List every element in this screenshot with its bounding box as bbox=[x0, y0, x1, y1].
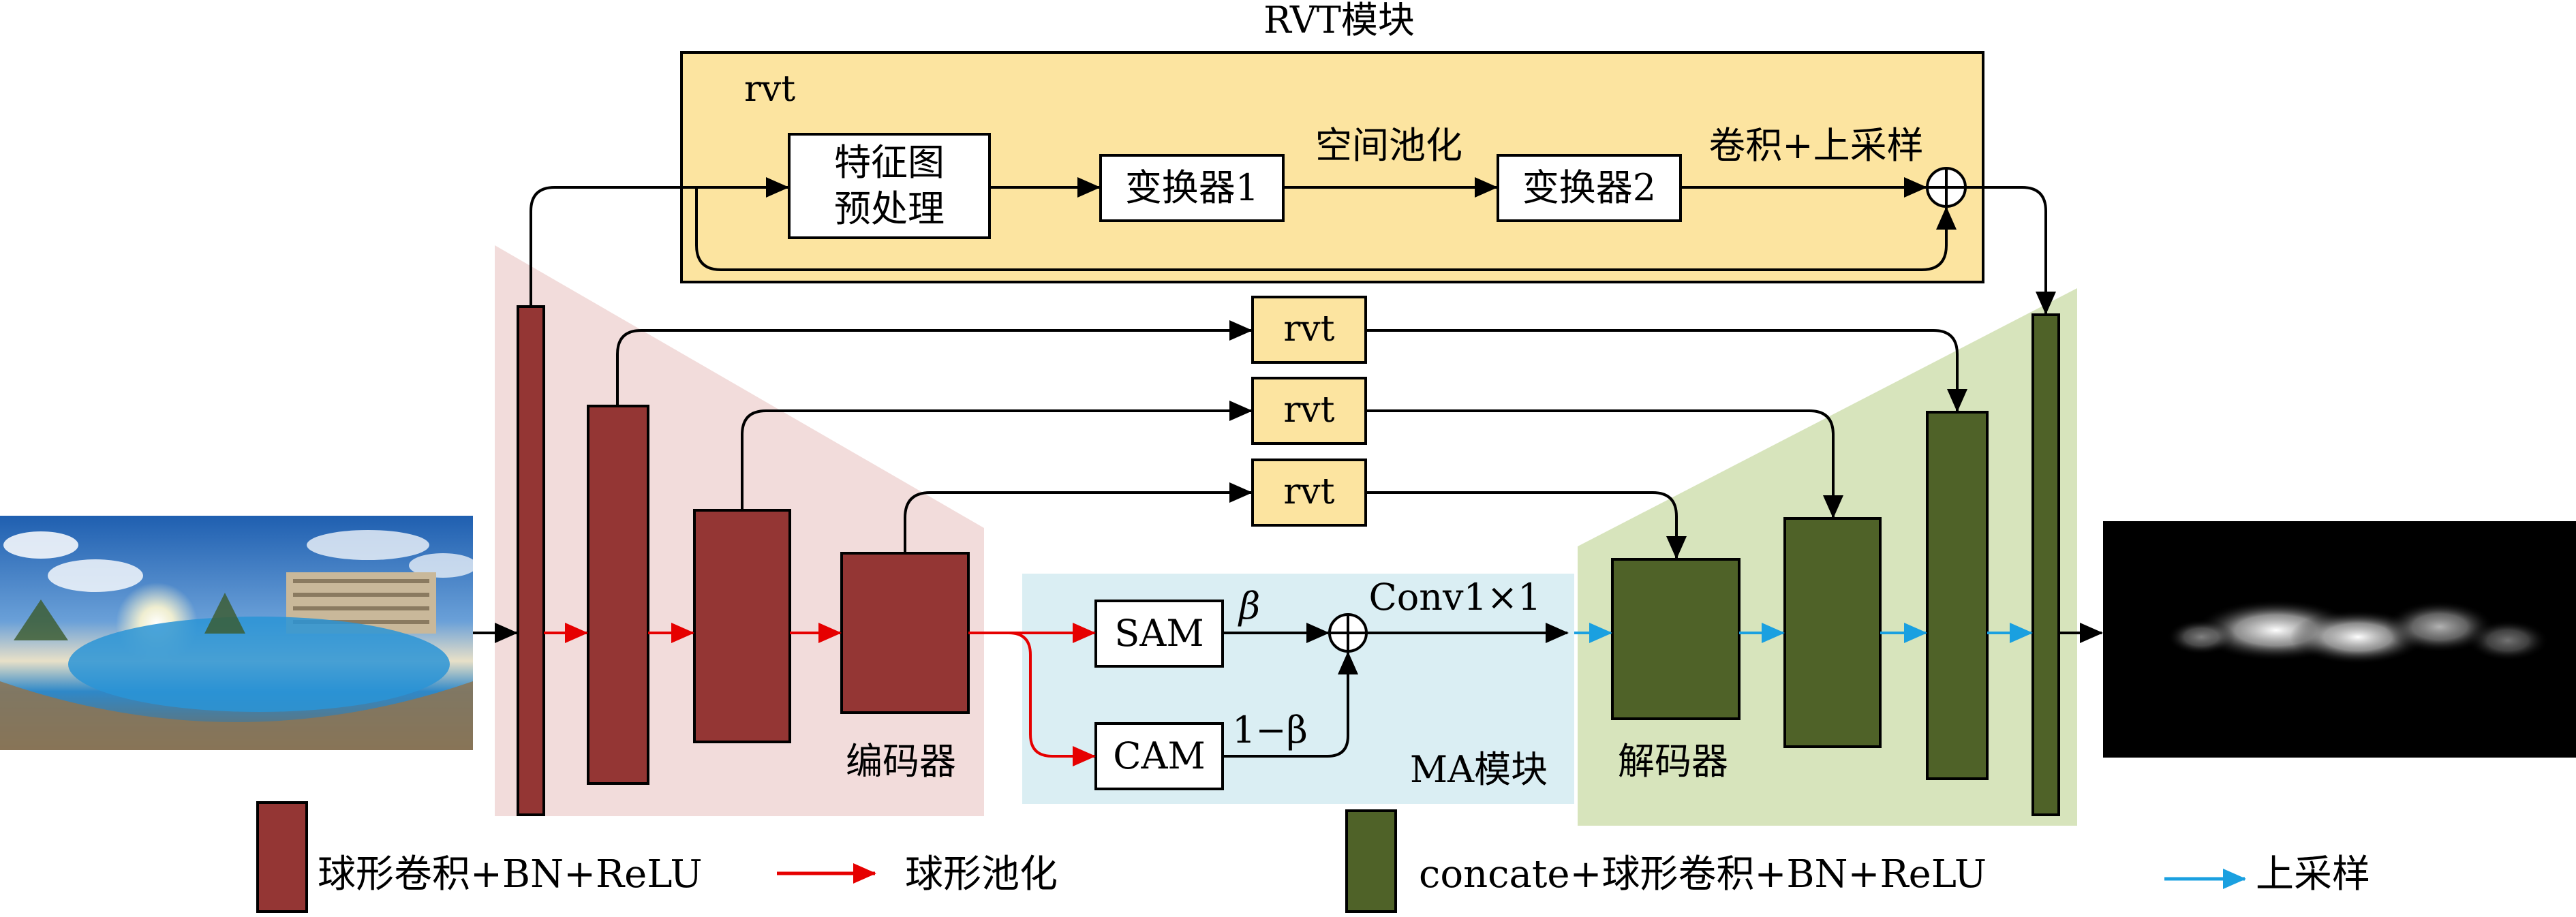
rvt-module-tag: rvt bbox=[744, 69, 795, 110]
arrow-cam-to-sum bbox=[1223, 651, 1358, 758]
rvt-module: RVT模块 rvt 特征图 预处理 变换器1 空间池化 变换器2 卷积+上采样 bbox=[680, 0, 1984, 283]
one-minus-beta-label: 1−β bbox=[1232, 709, 1308, 751]
arrow-rvt2-to-dec2 bbox=[1366, 409, 1843, 518]
beta-label: β bbox=[1238, 585, 1260, 627]
legend: 球形卷积+BN+ReLU 球形池化 concate+球形卷积+BN+ReLU 上… bbox=[256, 801, 2370, 913]
legend-pool-label: 球形池化 bbox=[905, 852, 1058, 897]
legend-decoder-label: concate+球形卷积+BN+ReLU bbox=[1419, 852, 1987, 897]
legend-decoder-swatch bbox=[1345, 809, 1397, 913]
feature-preprocess-label-2: 预处理 bbox=[834, 187, 945, 230]
flow-arrows bbox=[473, 623, 2103, 766]
skip-connections: rvt rvt rvt bbox=[530, 177, 2056, 559]
encoder-block-2 bbox=[587, 405, 649, 785]
skip-rvt-1-label: rvt bbox=[1283, 309, 1334, 349]
arrow-enc3-to-rvt2 bbox=[741, 401, 1253, 510]
skip-rvt-2-label: rvt bbox=[1283, 390, 1334, 431]
encoder-block-4 bbox=[840, 552, 970, 714]
transformer2-label: 变换器2 bbox=[1522, 166, 1656, 209]
cam-box bbox=[1094, 722, 1224, 790]
transformer1-box bbox=[1099, 154, 1285, 222]
arrow-rvt1-to-dec3 bbox=[1366, 329, 1967, 412]
transformer1-label: 变换器1 bbox=[1125, 166, 1259, 209]
feature-preprocess-label-1: 特征图 bbox=[834, 141, 945, 184]
conv1x1-label: Conv1×1 bbox=[1368, 576, 1541, 619]
ma-module-label: MA模块 bbox=[1410, 748, 1548, 791]
arrow-enc2-to-rvt1 bbox=[616, 320, 1253, 406]
rvt-module-title: RVT模块 bbox=[1263, 0, 1415, 42]
arrow-enc4-to-rvt3 bbox=[904, 482, 1253, 553]
sam-label: SAM bbox=[1114, 612, 1203, 655]
ma-sum-icon bbox=[1328, 613, 1368, 653]
decoder-block-3 bbox=[1926, 411, 1989, 780]
arrow-rvt-residual bbox=[695, 187, 1957, 271]
conv-upsample-label: 卷积+上采样 bbox=[1708, 124, 1923, 167]
decoder-block-2 bbox=[1783, 517, 1882, 748]
cam-label: CAM bbox=[1113, 734, 1206, 777]
decoder-blocks bbox=[1611, 313, 2060, 816]
arrow-rvt3-to-dec1 bbox=[1366, 491, 1687, 559]
skip-rvt-3-label: rvt bbox=[1283, 471, 1334, 512]
decoder-label: 解码器 bbox=[1618, 740, 1728, 783]
spatial-pooling-label: 空间池化 bbox=[1315, 124, 1462, 167]
input-panorama-image bbox=[0, 516, 477, 750]
encoder-block-1 bbox=[517, 305, 545, 816]
skip-rvt-3 bbox=[1251, 458, 1367, 527]
arrow-enc1-to-rvt-module bbox=[530, 177, 789, 307]
output-saliency-map bbox=[2103, 521, 2576, 758]
rvt-sum-icon bbox=[1926, 167, 1967, 208]
encoder-label: 编码器 bbox=[846, 740, 956, 783]
legend-upsample-label: 上采样 bbox=[2256, 852, 2370, 897]
legend-encoder-swatch bbox=[256, 801, 308, 913]
skip-rvt-1 bbox=[1251, 296, 1367, 364]
decoder-block-1 bbox=[1611, 558, 1741, 720]
feature-preprocess-box bbox=[788, 133, 991, 239]
legend-encoder-label: 球形卷积+BN+ReLU bbox=[318, 852, 703, 897]
encoder-blocks bbox=[517, 305, 970, 816]
encoder-block-3 bbox=[693, 509, 791, 743]
ma-module: MA模块 SAM CAM β 1−β Conv1×1 bbox=[1022, 574, 1574, 804]
decoder-block-4 bbox=[2031, 313, 2060, 816]
sam-box bbox=[1094, 600, 1224, 668]
arrow-rvt-module-to-dec4 bbox=[1965, 186, 2056, 315]
